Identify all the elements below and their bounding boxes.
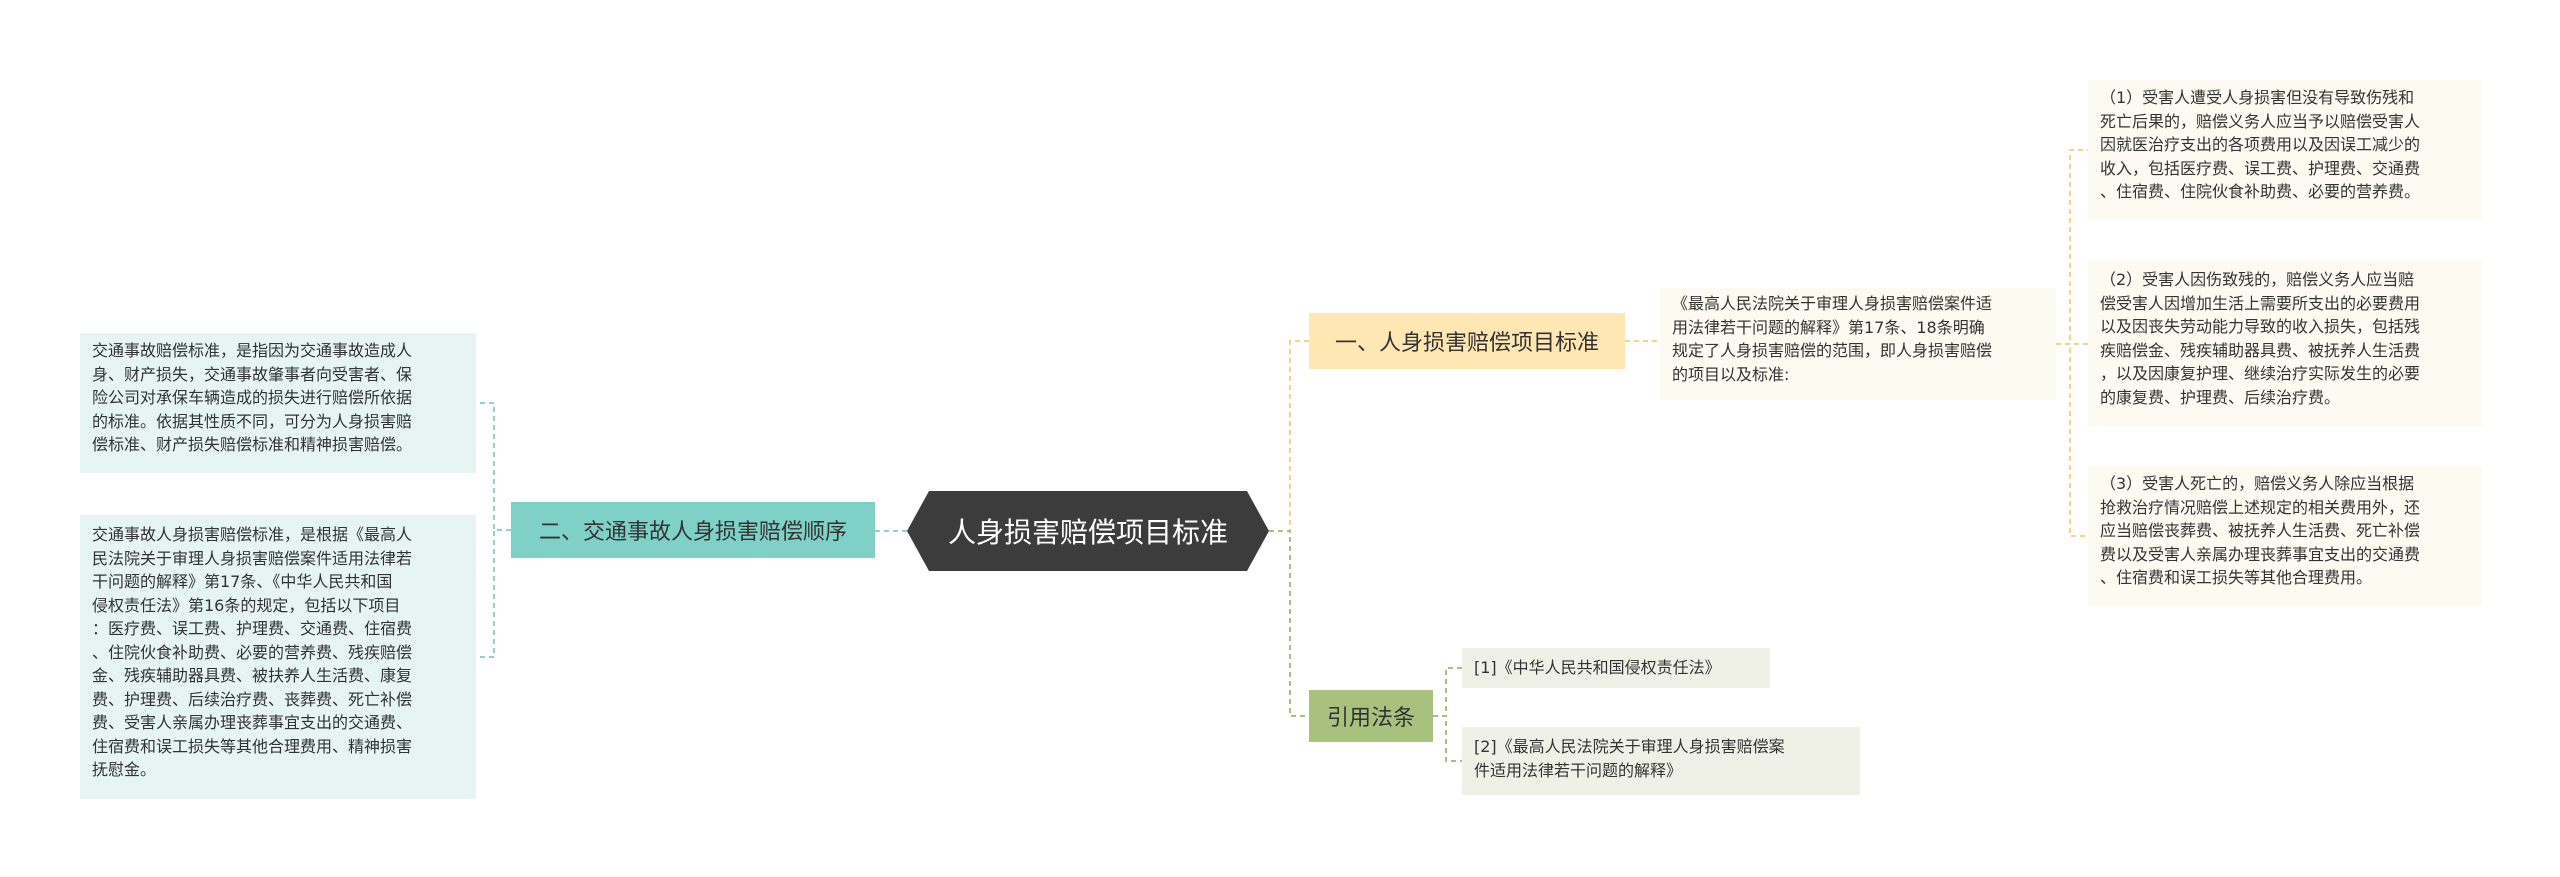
ref-tort-liability-law[interactable]: [1]《中华人民共和国侵权责任法》 [1462,648,1770,688]
branch-traffic-accident-order[interactable]: 二、交通事故人身损害赔偿顺序 [511,502,875,558]
leaf-injury-no-disability[interactable]: （1）受害人遭受人身损害但没有导致伤残和 死亡后果的，赔偿义务人应当予以赔偿受害… [2088,80,2482,220]
central-topic[interactable]: 人身损害赔偿项目标准 [907,491,1269,571]
leaf-injury-death[interactable]: （3）受害人死亡的，赔偿义务人除应当根据 抢救治疗情况赔偿上述规定的相关费用外，… [2088,466,2482,606]
ref-supreme-court-interpretation[interactable]: [2]《最高人民法院关于审理人身损害赔偿案 件适用法律若干问题的解释》 [1462,727,1860,795]
branch-compensation-detail[interactable]: 《最高人民法院关于审理人身损害赔偿案件适 用法律若干问题的解释》第17条、18条… [1660,288,2056,400]
note-traffic-personal-injury-items[interactable]: 交通事故人身损害赔偿标准，是根据《最高人 民法院关于审理人身损害赔偿案件适用法律… [80,515,476,799]
note-traffic-standard-definition[interactable]: 交通事故赔偿标准，是指因为交通事故造成人 身、财产损失，交通事故肇事者向受害者、… [80,333,476,473]
branch-compensation-items[interactable]: 一、人身损害赔偿项目标准 [1309,313,1625,369]
branch-cited-laws[interactable]: 引用法条 [1309,690,1433,742]
leaf-injury-disability[interactable]: （2）受害人因伤致残的，赔偿义务人应当赔 偿受害人因增加生活上需要所支出的必要费… [2088,260,2482,426]
